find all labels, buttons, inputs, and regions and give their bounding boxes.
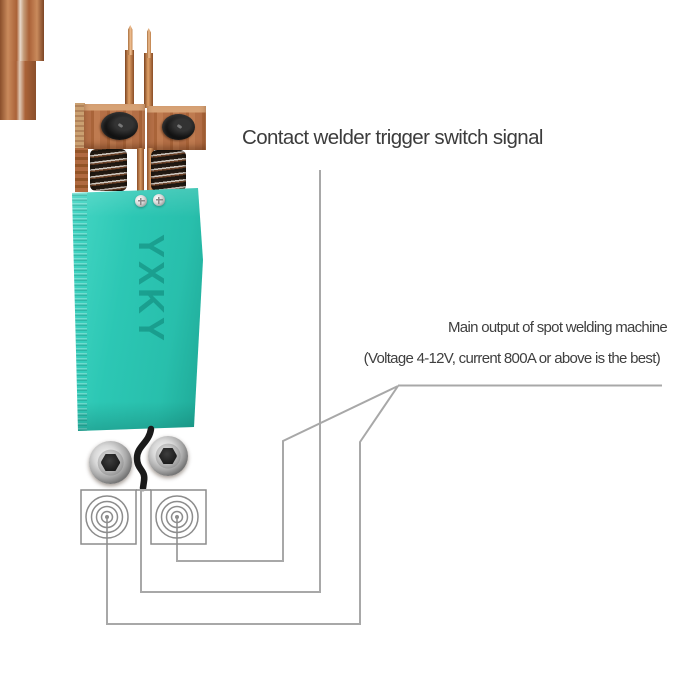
hex-bolt-right (148, 436, 188, 476)
clamp-screw-left (101, 112, 138, 140)
hex-socket-icon (158, 448, 178, 464)
electrode-needle-left (125, 50, 134, 106)
contact-target-right (150, 489, 207, 545)
electrode-needle-right (143, 53, 153, 108)
copper-rail-upper-left (75, 148, 88, 192)
label-trigger-signal: Contact welder trigger switch signal (242, 126, 543, 149)
hex-socket-icon (100, 453, 121, 472)
clamp-block-end-face (75, 103, 85, 150)
callout-line-trigger (140, 170, 321, 593)
center-rod-right (146, 148, 154, 192)
callout-line-left-electrode (106, 385, 399, 625)
body-screw-right (153, 194, 165, 206)
contact-target-left (80, 489, 137, 545)
callout-line-right-electrode (176, 385, 399, 562)
spring-left (90, 149, 127, 191)
label-output-detail: (Voltage 4-12V, current 800A or above is… (363, 350, 661, 367)
hex-bolt-left (89, 441, 132, 484)
pen-body: YXKY (72, 188, 203, 431)
center-rod-left (137, 148, 144, 192)
clamp-screw-right (162, 114, 195, 140)
electrode-needle-left-tip (128, 25, 133, 55)
body-shading (72, 188, 203, 431)
electrode-needle-right-tip (146, 28, 151, 58)
copper-rail-lower-right (0, 61, 36, 120)
spring-right (151, 150, 186, 191)
label-main-output: Main output of spot welding machine (448, 319, 668, 336)
trigger-wire (133, 425, 155, 492)
brand-label: YXKY (131, 234, 172, 345)
body-screw-left (135, 195, 147, 207)
copper-rail-lower-left (0, 0, 44, 61)
